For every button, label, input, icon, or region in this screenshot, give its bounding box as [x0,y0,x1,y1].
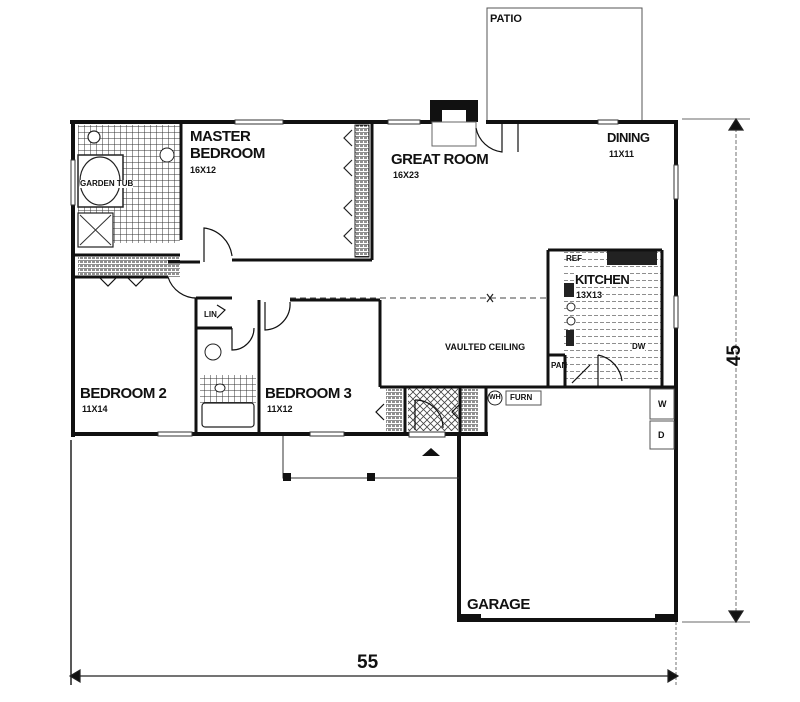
bathtub [201,402,255,428]
garage-jamb [459,614,481,622]
sink-icon [566,316,576,326]
kitchen-range [607,250,657,265]
room-label-bedroom3: BEDROOM 3 [265,385,352,402]
vaulted-ceiling-label: VAULTED CEILING [445,342,526,352]
foyer-tile [408,387,458,431]
utility-equipment [487,390,542,406]
closet-doors [343,129,353,245]
entry-arrow-icon [422,448,440,456]
dimension-depth-label: 45 [724,344,746,367]
sink-icon [159,147,175,163]
room-label-garage: GARAGE [467,596,530,613]
kitchen-floor [563,250,663,380]
fireplace [430,100,478,122]
front-porch [282,431,459,481]
windows [70,119,679,437]
bath2-tile [200,375,256,403]
shower [77,212,114,248]
interior-walls [73,122,676,434]
pantry-label: PAN [551,361,568,370]
sink-icon [566,302,576,312]
room-label-great-room: GREAT ROOM [391,151,489,168]
room-size-great-room: 16X23 [393,170,420,180]
dimension-width-label: 55 [357,652,379,673]
wh-label: WH [489,394,501,401]
dimension-width [68,440,680,685]
room-size-kitchen: 13X13 [576,290,603,300]
closet-doors [99,277,145,287]
hall-closet [386,387,402,431]
room-size-bedroom2: 11X14 [82,404,108,414]
kitchen-counter-block [566,330,574,346]
room-label-master-bedroom-1: MASTER [190,128,251,145]
room-label-patio: PATIO [490,13,522,25]
room-label-master-bedroom-2: BEDROOM [190,145,265,162]
kitchen-counter-block [564,283,574,297]
ref-label: REF [566,254,582,263]
patio-outline [486,7,643,120]
dimension-depth [682,117,750,624]
closet-doors [375,403,461,421]
linen-label: LIN [204,310,217,319]
dryer-label: D [658,430,665,440]
room-label-dining: DINING [607,130,650,145]
room-label-kitchen: KITCHEN [575,272,630,287]
bath-closet [78,255,180,277]
toilet-icon [87,130,101,144]
washer-label: W [658,399,667,409]
room-size-master-bedroom: 16X12 [190,165,217,175]
furnace-label: FURN [510,393,533,402]
toilet-icon [214,383,226,393]
garage-jamb [655,614,677,622]
room-label-bedroom2: BEDROOM 2 [80,385,167,402]
room-label-garden-tub: GARDEN TUB [80,179,134,188]
hearth [431,121,477,147]
laundry-appliances [649,388,675,450]
master-closet [354,124,370,258]
door-swings [167,121,623,430]
sink-icon [204,343,222,361]
coat-closet [460,387,478,431]
ceiling-fan-mark [486,293,494,303]
room-size-dining: 11X11 [609,149,635,159]
room-size-bedroom3: 11X12 [267,404,293,414]
dw-label: DW [632,342,646,351]
